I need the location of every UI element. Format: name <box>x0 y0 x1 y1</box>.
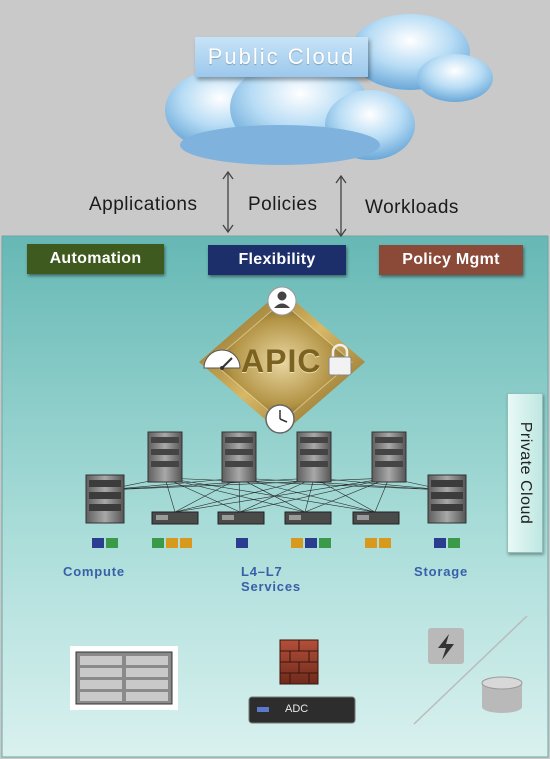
adc-appliance <box>248 696 356 724</box>
leaf-switch-4 <box>352 511 400 525</box>
private-cloud-label: Private Cloud <box>517 421 534 525</box>
adc-label: ADC <box>285 703 309 715</box>
lock-icon <box>328 343 352 376</box>
l4-l7-label: L4–L7 <box>241 564 283 579</box>
clock-icon <box>265 404 295 434</box>
spine-switch-1 <box>147 431 183 483</box>
spine-switch-3 <box>296 431 332 483</box>
firewall-icon <box>279 639 319 685</box>
leaf-switch-2 <box>217 511 265 525</box>
workloads-label: Workloads <box>365 197 459 218</box>
compute-label: Compute <box>63 564 125 579</box>
flexibility-label: Flexibility <box>238 251 316 268</box>
automation-tag: Automation <box>27 244 164 274</box>
double-arrow-icon <box>222 170 234 234</box>
storage-label: Storage <box>414 564 469 579</box>
leaf-switch-3 <box>284 511 332 525</box>
endpoint-badges <box>92 538 460 548</box>
applications-label: Applications <box>89 194 198 215</box>
policies-label: Policies <box>248 194 318 215</box>
double-arrow-icon <box>335 174 347 238</box>
flexibility-tag: Flexibility <box>208 245 346 275</box>
spine-switch-2 <box>221 431 257 483</box>
network-mesh <box>104 477 446 513</box>
apic-controller <box>199 290 365 434</box>
policy-mgmt-tag: Policy Mgmt <box>379 245 523 275</box>
cloud-shape <box>165 14 493 165</box>
public-cloud-title-box: Public Cloud <box>195 37 368 77</box>
compute-chassis-image <box>70 646 178 710</box>
storage-server <box>427 474 467 524</box>
public-cloud-title: Public Cloud <box>207 44 356 69</box>
apic-label: APIC <box>241 343 322 379</box>
spine-switch-4 <box>371 431 407 483</box>
services-label: Services <box>241 579 301 594</box>
leaf-switch-1 <box>151 511 199 525</box>
compute-server <box>85 474 125 524</box>
private-cloud-tab: Private Cloud <box>507 393 543 553</box>
automation-label: Automation <box>49 250 142 267</box>
storage-panel-art <box>413 615 528 725</box>
speedometer-icon <box>203 349 241 370</box>
policy-mgmt-label: Policy Mgmt <box>402 251 500 268</box>
user-icon <box>267 286 297 316</box>
